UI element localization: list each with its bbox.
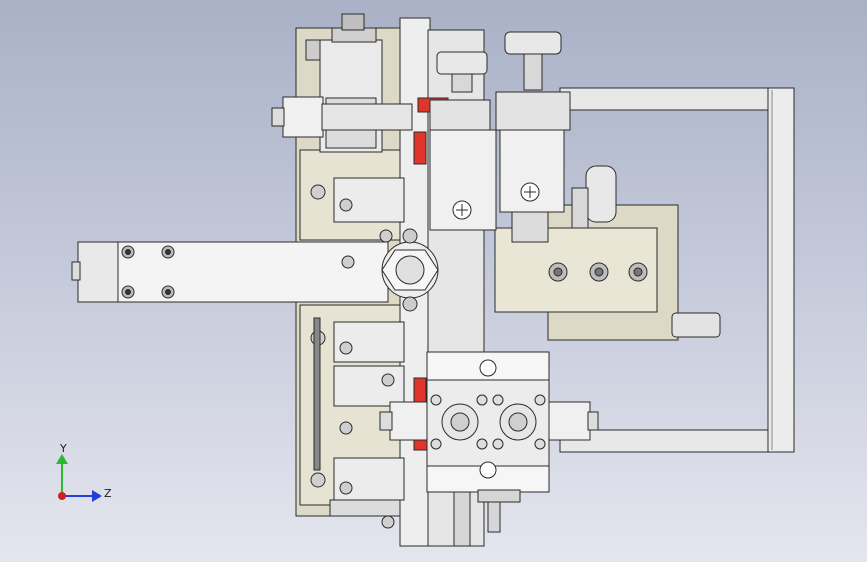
z-axis-arrow xyxy=(92,490,102,502)
right-block-holes xyxy=(548,262,648,282)
left-arm xyxy=(71,241,389,303)
vertical-rod xyxy=(313,317,321,471)
y-axis-label: Y xyxy=(60,442,67,455)
guide-rod xyxy=(671,312,721,338)
z-axis-label: Z xyxy=(104,487,112,500)
red-clamp-mid xyxy=(413,131,427,165)
upper-knob-left xyxy=(436,51,488,93)
central-nut xyxy=(381,228,439,312)
y-axis-arrow xyxy=(56,454,68,464)
right-frame xyxy=(559,87,795,453)
lower-gripper xyxy=(426,351,550,493)
side-roller xyxy=(571,165,617,229)
x-axis-dot xyxy=(58,492,66,500)
upper-knob-right xyxy=(504,31,562,91)
twin-motor-assembly xyxy=(429,91,571,243)
axis-triad xyxy=(56,454,102,502)
upper-cylinder xyxy=(271,96,413,138)
bottom-fittings xyxy=(453,489,521,547)
lower-cylinder xyxy=(379,401,599,441)
side-clamp-blocks xyxy=(329,177,405,517)
